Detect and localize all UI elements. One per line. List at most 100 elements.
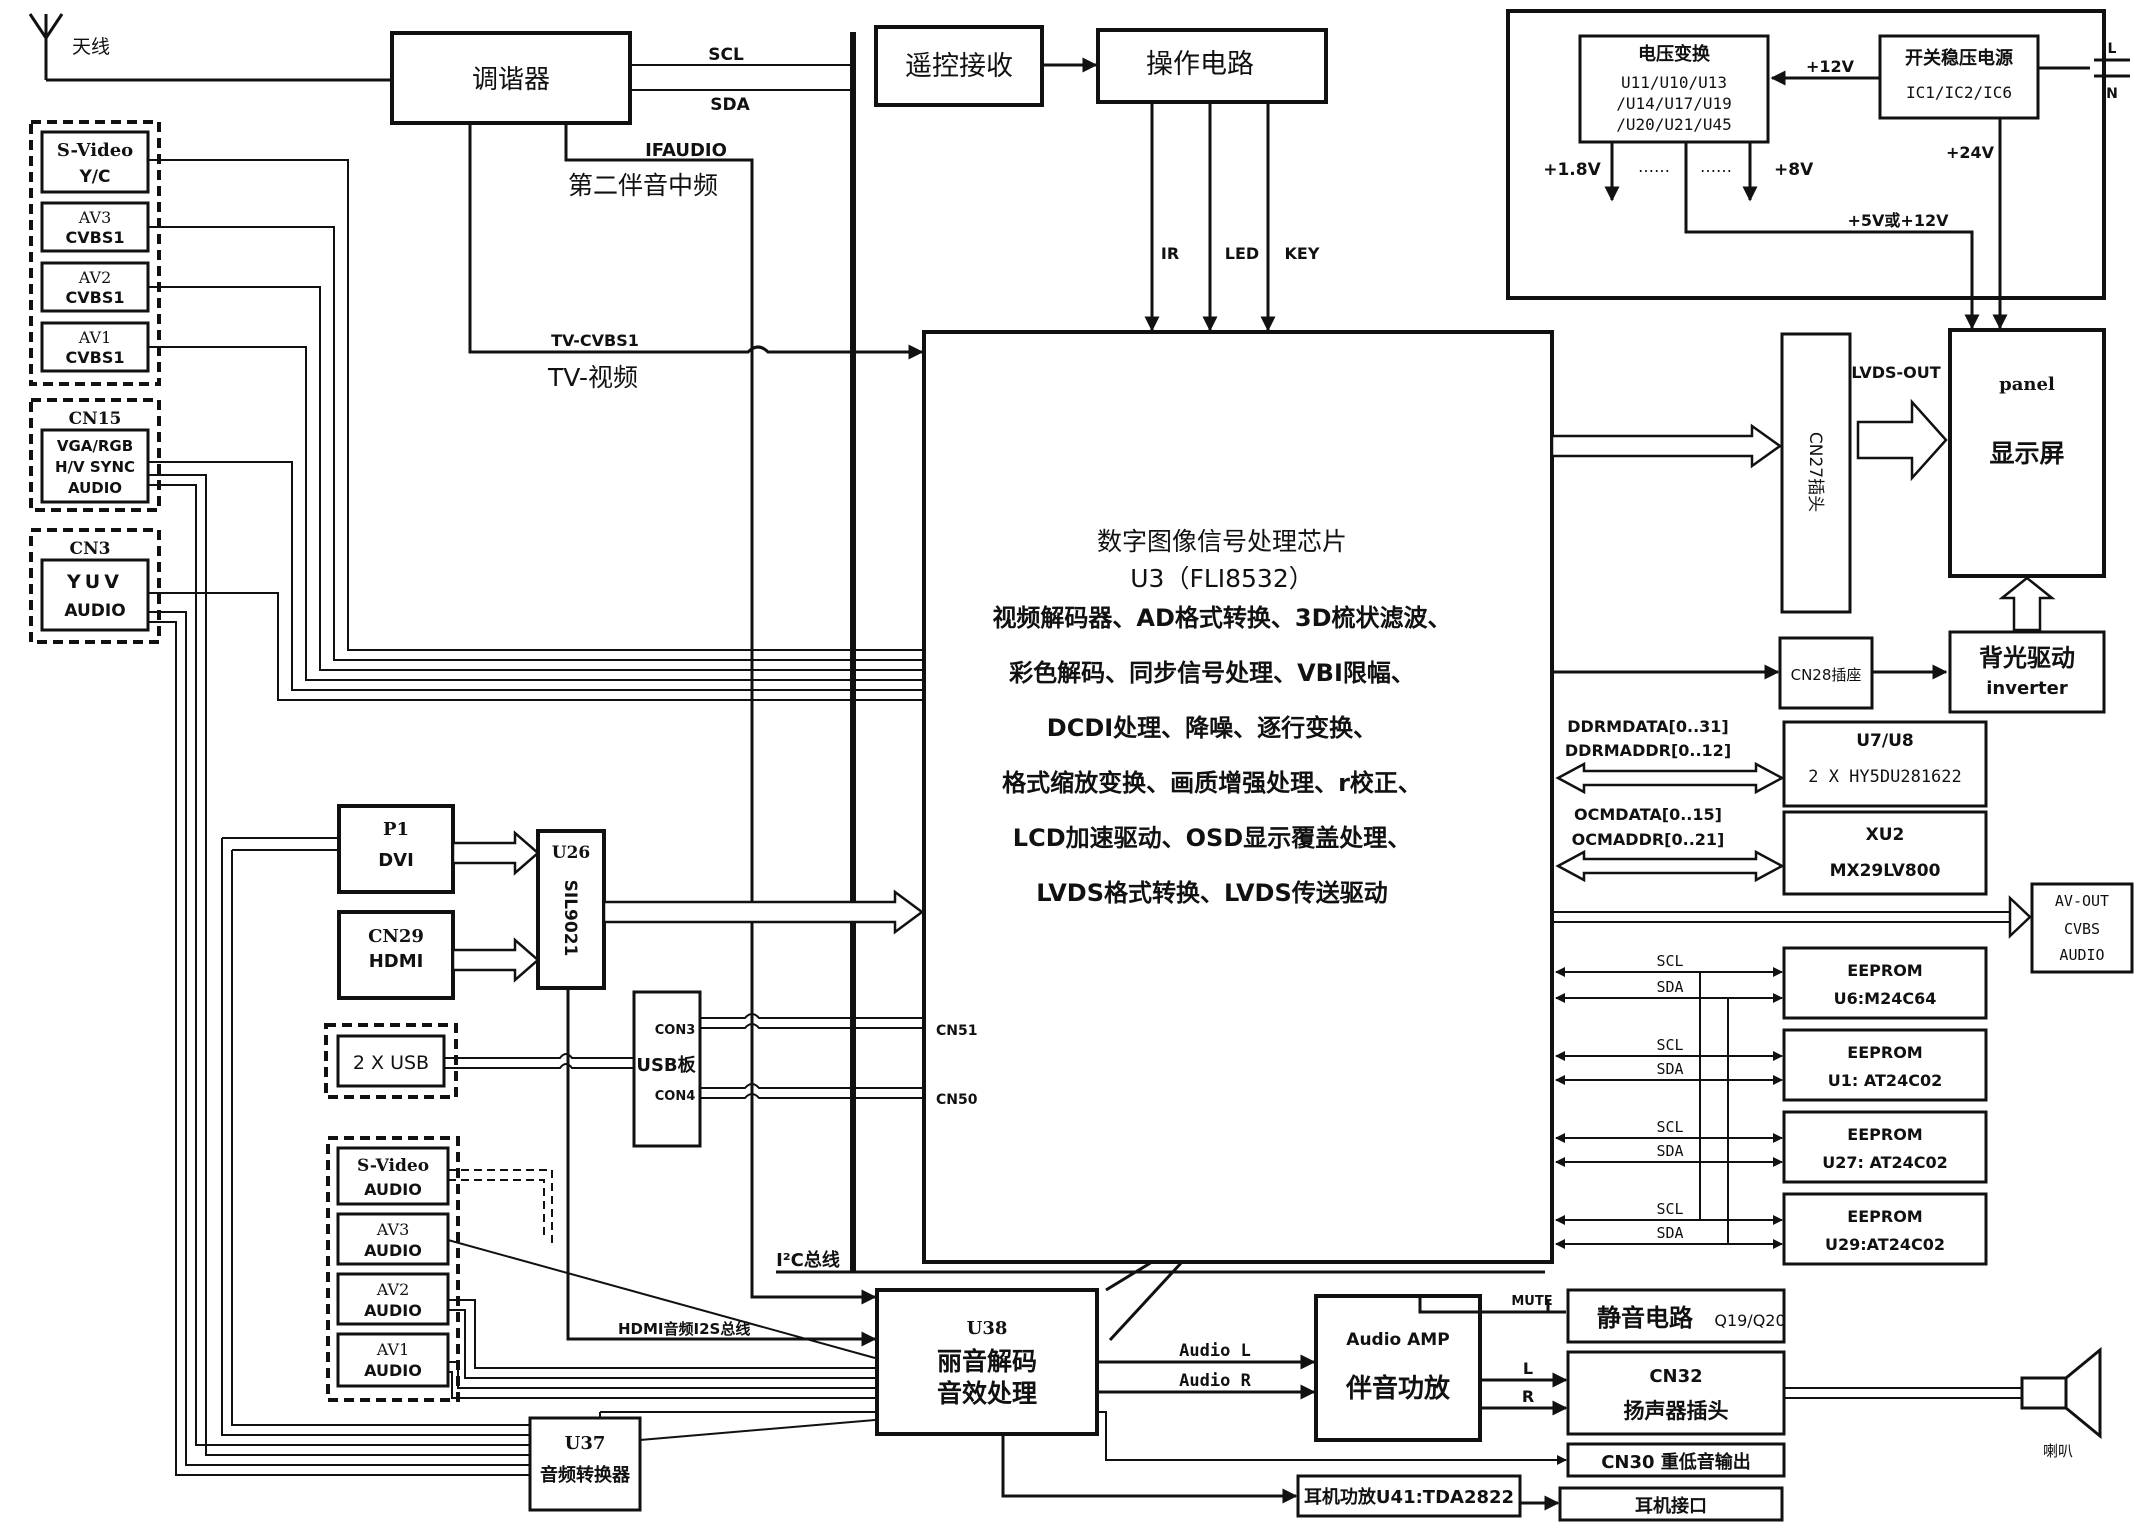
audio-r-label: Audio R — [1179, 1371, 1251, 1391]
backlight-box — [1948, 630, 2106, 714]
av3-audio-label-1: AV3 — [376, 1220, 410, 1239]
av1-audio-label-1: AV1 — [376, 1340, 410, 1359]
tv-cvbs1-label: TV-CVBS1 — [551, 331, 639, 350]
chip-feature-3: DCDI处理、降噪、逐行变换、 — [1047, 714, 1377, 742]
flash-memory-box — [1782, 810, 1988, 896]
mute-circuit-box — [1566, 1288, 1786, 1344]
ocm-bus-arrow — [1555, 849, 1785, 883]
eeprom2-scl: SCL — [1656, 1036, 1683, 1054]
u26-label: U26 — [552, 843, 590, 863]
sif-label: 第二伴音中频 — [568, 171, 718, 200]
eeprom1-scl: SCL — [1656, 952, 1683, 970]
dvi-label: DVI — [378, 850, 414, 871]
speaker-icon — [2020, 1346, 2102, 1440]
subwoofer-out-label: CN30 重低音输出 — [1601, 1451, 1751, 1473]
usb-board-label: USB板 — [636, 1054, 696, 1076]
av-out-audio-label: AUDIO — [2059, 946, 2104, 964]
cn50-label: CN50 — [936, 1092, 978, 1108]
hdmi-i2s-label: HDMI音频I2S总线 — [618, 1320, 750, 1338]
antenna-icon — [28, 13, 64, 80]
av3-label: AV3 — [78, 208, 112, 227]
av3-audio-label-2: AUDIO — [364, 1241, 422, 1260]
audio-inputs-group — [326, 1136, 460, 1402]
led-label: LED — [1225, 244, 1259, 263]
av2-audio-box — [336, 1272, 450, 1326]
svideo-audio-box — [336, 1146, 450, 1206]
voltage-converter-ics-1: U11/U10/U13 — [1621, 73, 1727, 92]
eeprom1-sda: SDA — [1656, 978, 1683, 996]
chip-feature-1: 视频解码器、AD格式转换、3D梳状滤波、 — [992, 604, 1451, 632]
voltage-converter-title: 电压变换 — [1638, 43, 1711, 65]
u37-desc: 音频转换器 — [540, 1464, 631, 1486]
switching-psu-ics: IC1/IC2/IC6 — [1906, 83, 2012, 102]
mute-q-label: Q19/Q20 — [1714, 1311, 1785, 1330]
av2-audio-label-2: AUDIO — [364, 1301, 422, 1320]
eeprom-u27-part: U27: AT24C02 — [1822, 1153, 1948, 1172]
hdmi-label: HDMI — [369, 951, 424, 972]
u38-label: U38 — [967, 1318, 1008, 1339]
inverter-label: inverter — [1986, 678, 2068, 699]
cn27-box — [1780, 332, 1852, 614]
yuv-label: YUV — [66, 571, 123, 593]
eeprom-u29-part: U29:AT24C02 — [1825, 1235, 1945, 1254]
eeprom4-scl: SCL — [1656, 1200, 1683, 1218]
dots-left: …… — [1638, 157, 1670, 176]
eeprom-u1-box — [1782, 1028, 1988, 1102]
av1-audio-box — [336, 1332, 450, 1388]
eeprom2-sda: SDA — [1656, 1060, 1683, 1078]
u38-box — [875, 1288, 1099, 1436]
hy5-label: 2 X HY5DU281622 — [1808, 767, 1962, 787]
ddr-addr-label: DDRMADDR[0..12] — [1565, 741, 1731, 760]
eeprom-u6-title: EEPROM — [1847, 961, 1922, 980]
eeprom-u29-title: EEPROM — [1847, 1207, 1922, 1226]
display-label: 显示屏 — [1989, 439, 2064, 468]
chip-model: U3（FLI8532） — [1130, 564, 1314, 593]
cn15-label: CN15 — [69, 409, 122, 429]
av-out-arrow — [2008, 895, 2032, 939]
audio-amp-desc: 伴音功放 — [1345, 1373, 1451, 1404]
ddr-bus-arrow — [1555, 761, 1785, 795]
speaker-plug-box — [1566, 1350, 1786, 1436]
backlight-to-panel-arrow — [1998, 576, 2056, 632]
av1-cvbs-box — [40, 321, 150, 373]
speaker-plug-label: 扬声器插头 — [1624, 1399, 1729, 1423]
v12-label: +12V — [1806, 57, 1855, 76]
av1-cvbs-label: CVBS1 — [66, 348, 125, 367]
eeprom-u27-box — [1782, 1110, 1988, 1184]
vga-box — [40, 428, 150, 504]
av-out-box — [2030, 882, 2134, 974]
audio-av-lines — [447, 1239, 876, 1413]
u38-desc-1: 丽音解码 — [937, 1347, 1037, 1376]
av-out-label: AV-OUT — [2055, 892, 2109, 910]
headphone-jack-box — [1558, 1486, 1784, 1522]
xu2-label: XU2 — [1866, 825, 1905, 845]
svideo-audio-label-2: AUDIO — [364, 1180, 422, 1199]
sil9021-label: SIL9021 — [560, 880, 580, 957]
amp-l-label: L — [1523, 1359, 1533, 1378]
audio-l-label: Audio L — [1179, 1341, 1251, 1361]
chip-feature-6: LVDS格式转换、LVDS传送驱动 — [1036, 879, 1388, 907]
control-circuit-label: 操作电路 — [1146, 49, 1254, 80]
video-input-lines — [148, 159, 922, 701]
mains-l-label: L — [2108, 41, 2117, 57]
mains-n-label: N — [2106, 86, 2118, 102]
audio-amp-box — [1314, 1294, 1482, 1442]
hdmi-to-u26-arrow — [451, 937, 540, 983]
con3-label: CON3 — [655, 1023, 696, 1038]
yc-label: Y/C — [79, 167, 111, 187]
voltage-converter-ics-3: /U20/U21/U45 — [1616, 115, 1732, 134]
tuner-box — [390, 31, 632, 125]
av-inputs-group — [29, 120, 161, 386]
svideo-audio-label-1: S-Video — [357, 1156, 429, 1176]
dvi-to-u26-arrow — [451, 830, 540, 876]
cn27-label: CN27插头 — [1805, 432, 1825, 512]
eeprom4-sda: SDA — [1656, 1224, 1683, 1242]
cn3-group — [29, 528, 161, 644]
u37-label: U37 — [565, 1433, 606, 1454]
tv-video-label: TV-视频 — [547, 363, 638, 392]
eeprom3-sda: SDA — [1656, 1142, 1683, 1160]
ddr-memory-box — [1782, 720, 1988, 808]
voltage-converter-ics-2: /U14/U17/U19 — [1616, 94, 1732, 113]
svideo-yc-box — [40, 130, 150, 194]
